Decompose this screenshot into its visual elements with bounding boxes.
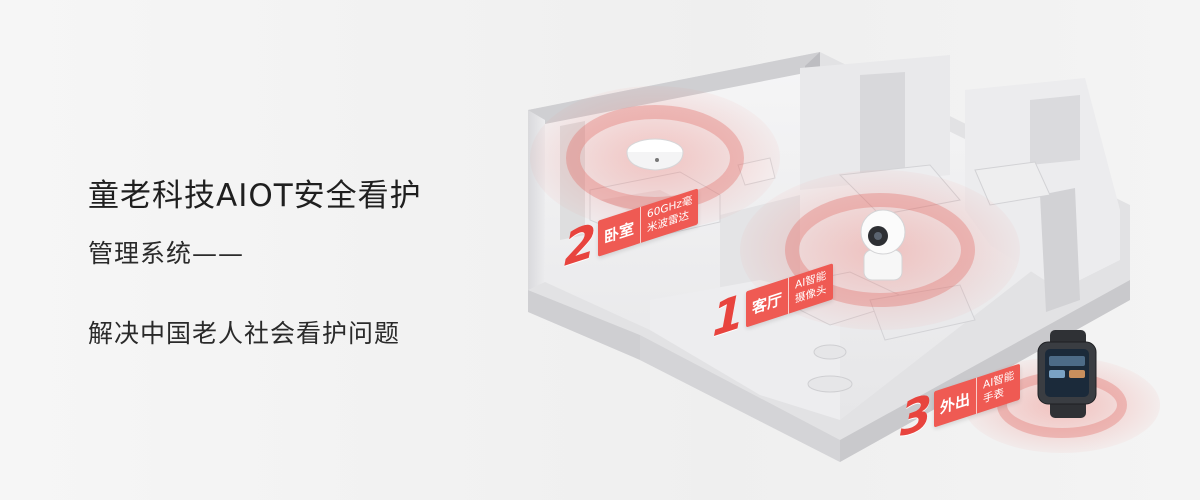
outdoor-tag-device: AI智能 手表	[976, 363, 1021, 414]
living-room-tag-number: 1	[712, 283, 745, 348]
living-room-tag-device: AI智能 摄像头	[788, 263, 833, 314]
smartwatch-device-icon	[1037, 330, 1097, 418]
bedroom-tag-room: 卧室	[604, 218, 635, 247]
subline: 管理系统——	[88, 239, 245, 268]
headline: 童老科技AIOT安全看护	[88, 178, 422, 214]
living-room-tag-room: 客厅	[752, 289, 783, 318]
description: 解决中国老人社会看护问题	[88, 319, 401, 348]
bedroom-tag-number: 2	[564, 212, 597, 277]
camera-device-icon	[860, 209, 906, 281]
outdoor-tag-number: 3	[900, 383, 933, 448]
radar-device-icon	[626, 138, 684, 171]
outdoor-tag-room: 外出	[940, 389, 971, 418]
